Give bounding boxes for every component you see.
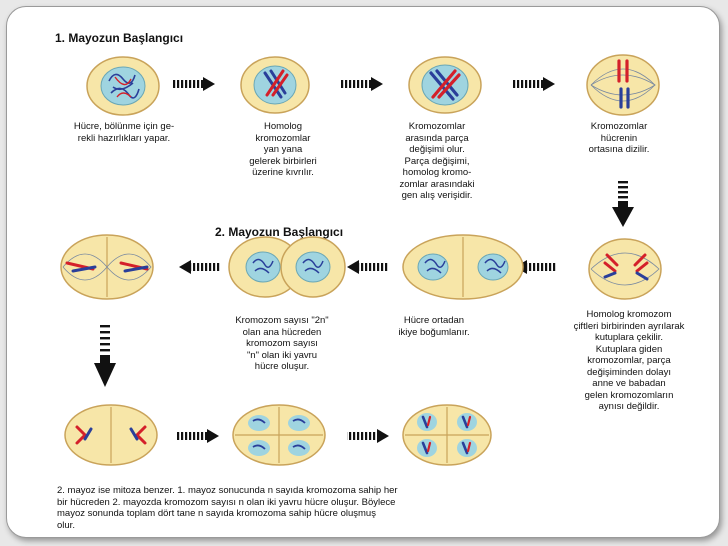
caption-anaphase: Homolog kromozom çiftleri birbirinden ay…	[573, 309, 685, 412]
section2-heading: 2. Mayozun Başlangıcı	[215, 225, 344, 239]
cell-meiosis2-metaphase	[60, 234, 154, 300]
caption-synapsis: Homolog kromozomlar yan yana gelerek bir…	[249, 121, 317, 178]
caption-telophase: Hücre ortadan ikiye boğumlanır.	[398, 315, 470, 338]
arrow-5	[347, 260, 389, 274]
footer-note: 2. mayoz ise mitoza benzer. 1. mayoz son…	[57, 485, 398, 531]
cell-meiosis2-telophase	[232, 404, 326, 466]
cell-anaphase	[588, 238, 662, 300]
meiosis-drawing	[60, 54, 662, 466]
caption-daughter-cells: Kromozom sayısı "2n" olan ana hücreden k…	[235, 315, 329, 372]
cell-interphase	[86, 56, 160, 116]
cell-four-daughters	[402, 404, 492, 466]
arrow-2	[341, 77, 383, 91]
cell-metaphase	[586, 54, 660, 116]
cell-meiosis2-anaphase	[64, 404, 158, 466]
arrow-7	[177, 429, 219, 443]
caption-crossing-over: Kromozomlar arasında parça değişimi olur…	[399, 121, 475, 201]
slide-card: 1. Mayozun Başlangıcı 2. Mayozun Başlang…	[6, 6, 720, 538]
meiosis-figure: 1. Mayozun Başlangıcı 2. Mayozun Başlang…	[49, 23, 684, 535]
arrow-3	[513, 77, 555, 91]
arrow-1	[173, 77, 215, 91]
arrow-8	[347, 429, 389, 443]
cell-telophase	[402, 234, 524, 300]
caption-interphase: Hücre, bölünme için ge- rekli hazırlıkla…	[73, 121, 175, 144]
arrow-down-left	[94, 325, 116, 387]
cell-daughter-cells	[228, 236, 346, 298]
arrow-6	[179, 260, 221, 274]
caption-metaphase: Kromozomlar hücrenin ortasına dizilir.	[588, 121, 650, 155]
cell-crossing-over	[408, 56, 482, 114]
cell-synapsis	[240, 56, 310, 114]
arrow-down-right	[612, 181, 634, 227]
section1-heading: 1. Mayozun Başlangıcı	[55, 31, 184, 45]
